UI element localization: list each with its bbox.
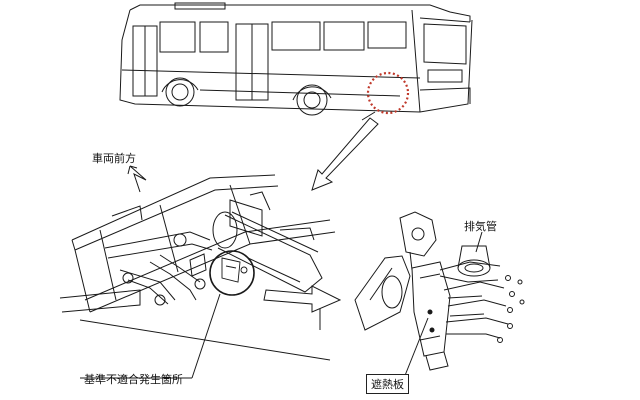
bus-illustration xyxy=(119,2,473,116)
detail-circle-contents xyxy=(221,257,248,283)
detail-arrow xyxy=(263,285,342,313)
exhaust-pipe-label: 排気管 xyxy=(464,220,497,233)
heat-shield-label: 遮熱板 xyxy=(366,374,409,394)
callout-arrow xyxy=(311,117,379,191)
chassis-illustration xyxy=(59,174,336,361)
detail-circle xyxy=(209,250,255,296)
nonconformity-location-label: 基準不適合発生箇所 xyxy=(84,373,183,386)
enlarged-view xyxy=(354,211,525,371)
front-direction-label: 車両前方 xyxy=(92,152,136,165)
highlight-circle xyxy=(366,71,410,115)
front-direction-pointer xyxy=(127,165,147,193)
